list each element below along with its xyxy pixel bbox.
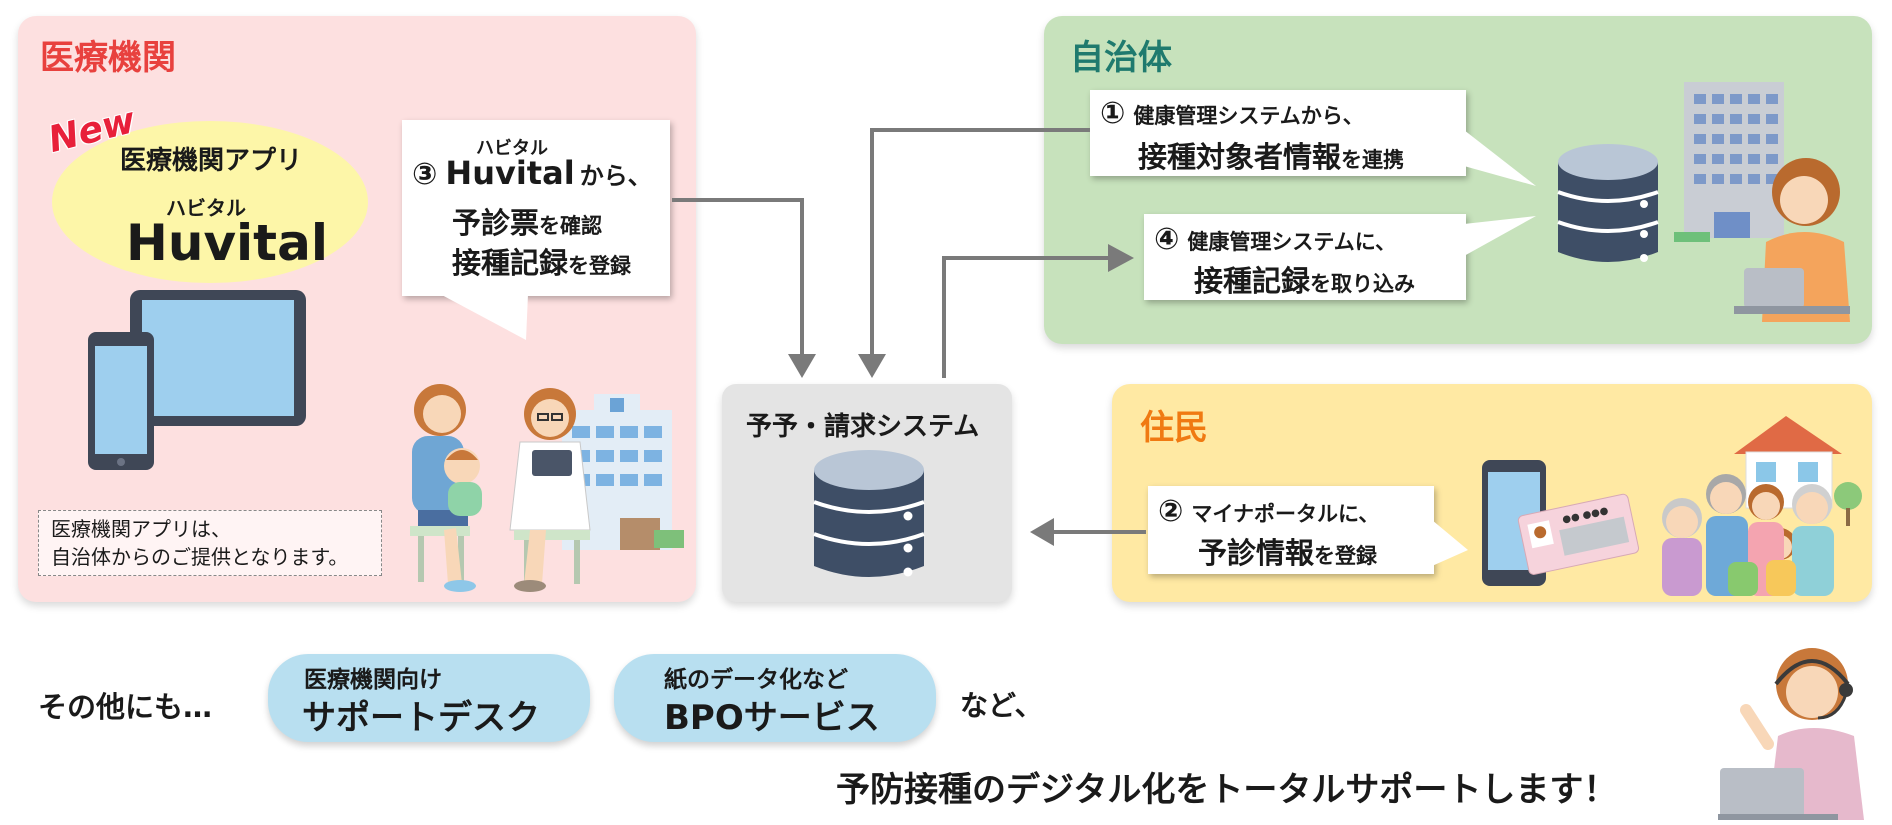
callout-1-line1: 健康管理システムから、	[1133, 104, 1364, 128]
callout-3-ruby: ハビタル	[476, 138, 548, 159]
app-name-ruby: ハビタル	[166, 196, 246, 220]
callout-3-line2-bold: 予診票	[452, 206, 540, 240]
callout-2-number: ②	[1158, 494, 1184, 529]
bottom-tagline: 予防接種のデジタル化をトータルサポートします！	[836, 770, 1618, 810]
central-database-icon	[813, 450, 925, 577]
note-line2: 自治体からのご提供となります。	[51, 545, 349, 569]
support-operator-illustration	[1718, 648, 1864, 820]
callout-1-line2-bold: 接種対象者情報	[1138, 140, 1342, 174]
callout-4-number: ④	[1154, 222, 1180, 257]
app-ellipse	[52, 121, 368, 283]
callout-3-name: Huvital	[445, 154, 575, 192]
callout-2-tail	[1432, 520, 1468, 566]
app-name: Huvital	[126, 214, 328, 272]
central-system-title: 予予・請求システム	[746, 412, 980, 442]
callout-1-linkage: ① 健康管理システムから、 接種対象者情報を連携	[1090, 90, 1466, 176]
callout-4-import: ④ 健康管理システムに、 接種記録を取り込み	[1144, 214, 1466, 300]
municipality-database-icon	[1557, 144, 1659, 262]
bottom-etc: など、	[960, 689, 1043, 722]
residents-panel-title: 住民	[1140, 408, 1208, 448]
callout-1-tail	[1464, 130, 1536, 186]
smartphone-mynumber-card-illustration	[1482, 460, 1640, 586]
doctor-patient-illustration	[410, 384, 684, 592]
bottom-intro: その他にも…	[38, 690, 213, 724]
callout-1-number: ①	[1100, 96, 1126, 131]
callout-2-line2-rest: を登録	[1314, 544, 1378, 568]
callout-2-line1: マイナポータルに、	[1191, 502, 1380, 526]
arrow-medical-to-system	[672, 198, 804, 358]
medical-panel-title: 医療機関	[40, 38, 176, 78]
city-office-staff-illustration	[1674, 82, 1850, 322]
support-desk-pill: 医療機関向け サポートデスク	[268, 654, 590, 742]
support-desk-pill-top: 医療機関向け	[304, 667, 442, 693]
arrow-municipality-to-system	[870, 128, 1090, 358]
bpo-service-pill: 紙のデータ化など BPOサービス	[614, 654, 936, 742]
tablet-phone-illustration	[88, 290, 306, 470]
note-box: 医療機関アプリは、 自治体からのご提供となります。	[38, 510, 382, 576]
support-desk-pill-main: サポートデスク	[302, 698, 540, 738]
callout-4-line1: 健康管理システムに、	[1187, 230, 1397, 254]
callout-4-line2-rest: を取り込み	[1310, 272, 1416, 296]
central-system-panel: 予予・請求システム	[722, 384, 1012, 602]
callout-3-line3-rest: を登録	[568, 254, 632, 278]
municipality-panel-title: 自治体	[1070, 38, 1172, 78]
arrow-system-to-municipality	[942, 256, 1112, 378]
bpo-service-pill-main: BPOサービス	[664, 698, 880, 738]
callout-3-line3-bold: 接種記録	[452, 246, 569, 280]
medical-panel: 医療機関 New 医療機関アプリ ハビタル Huvital 医療機関アプリは、 …	[18, 16, 696, 602]
app-label: 医療機関アプリ	[120, 146, 303, 176]
callout-3-line2-rest: を確認	[539, 214, 603, 238]
callout-2-line2-bold: 予診情報	[1198, 536, 1315, 570]
callout-1-line2-rest: を連携	[1341, 148, 1405, 172]
callout-3-tail	[440, 294, 528, 340]
callout-3-number: ③	[412, 157, 438, 192]
note-line1: 医療機関アプリは、	[51, 517, 231, 541]
callout-4-tail	[1464, 216, 1536, 256]
callout-3-suffix: から、	[579, 162, 652, 190]
callout-2-myna-portal: ② マイナポータルに、 予診情報を登録	[1148, 486, 1434, 574]
family-house-illustration	[1662, 416, 1862, 596]
bpo-service-pill-top: 紙のデータ化など	[664, 667, 848, 693]
callout-4-line2-bold: 接種記録	[1194, 264, 1311, 298]
